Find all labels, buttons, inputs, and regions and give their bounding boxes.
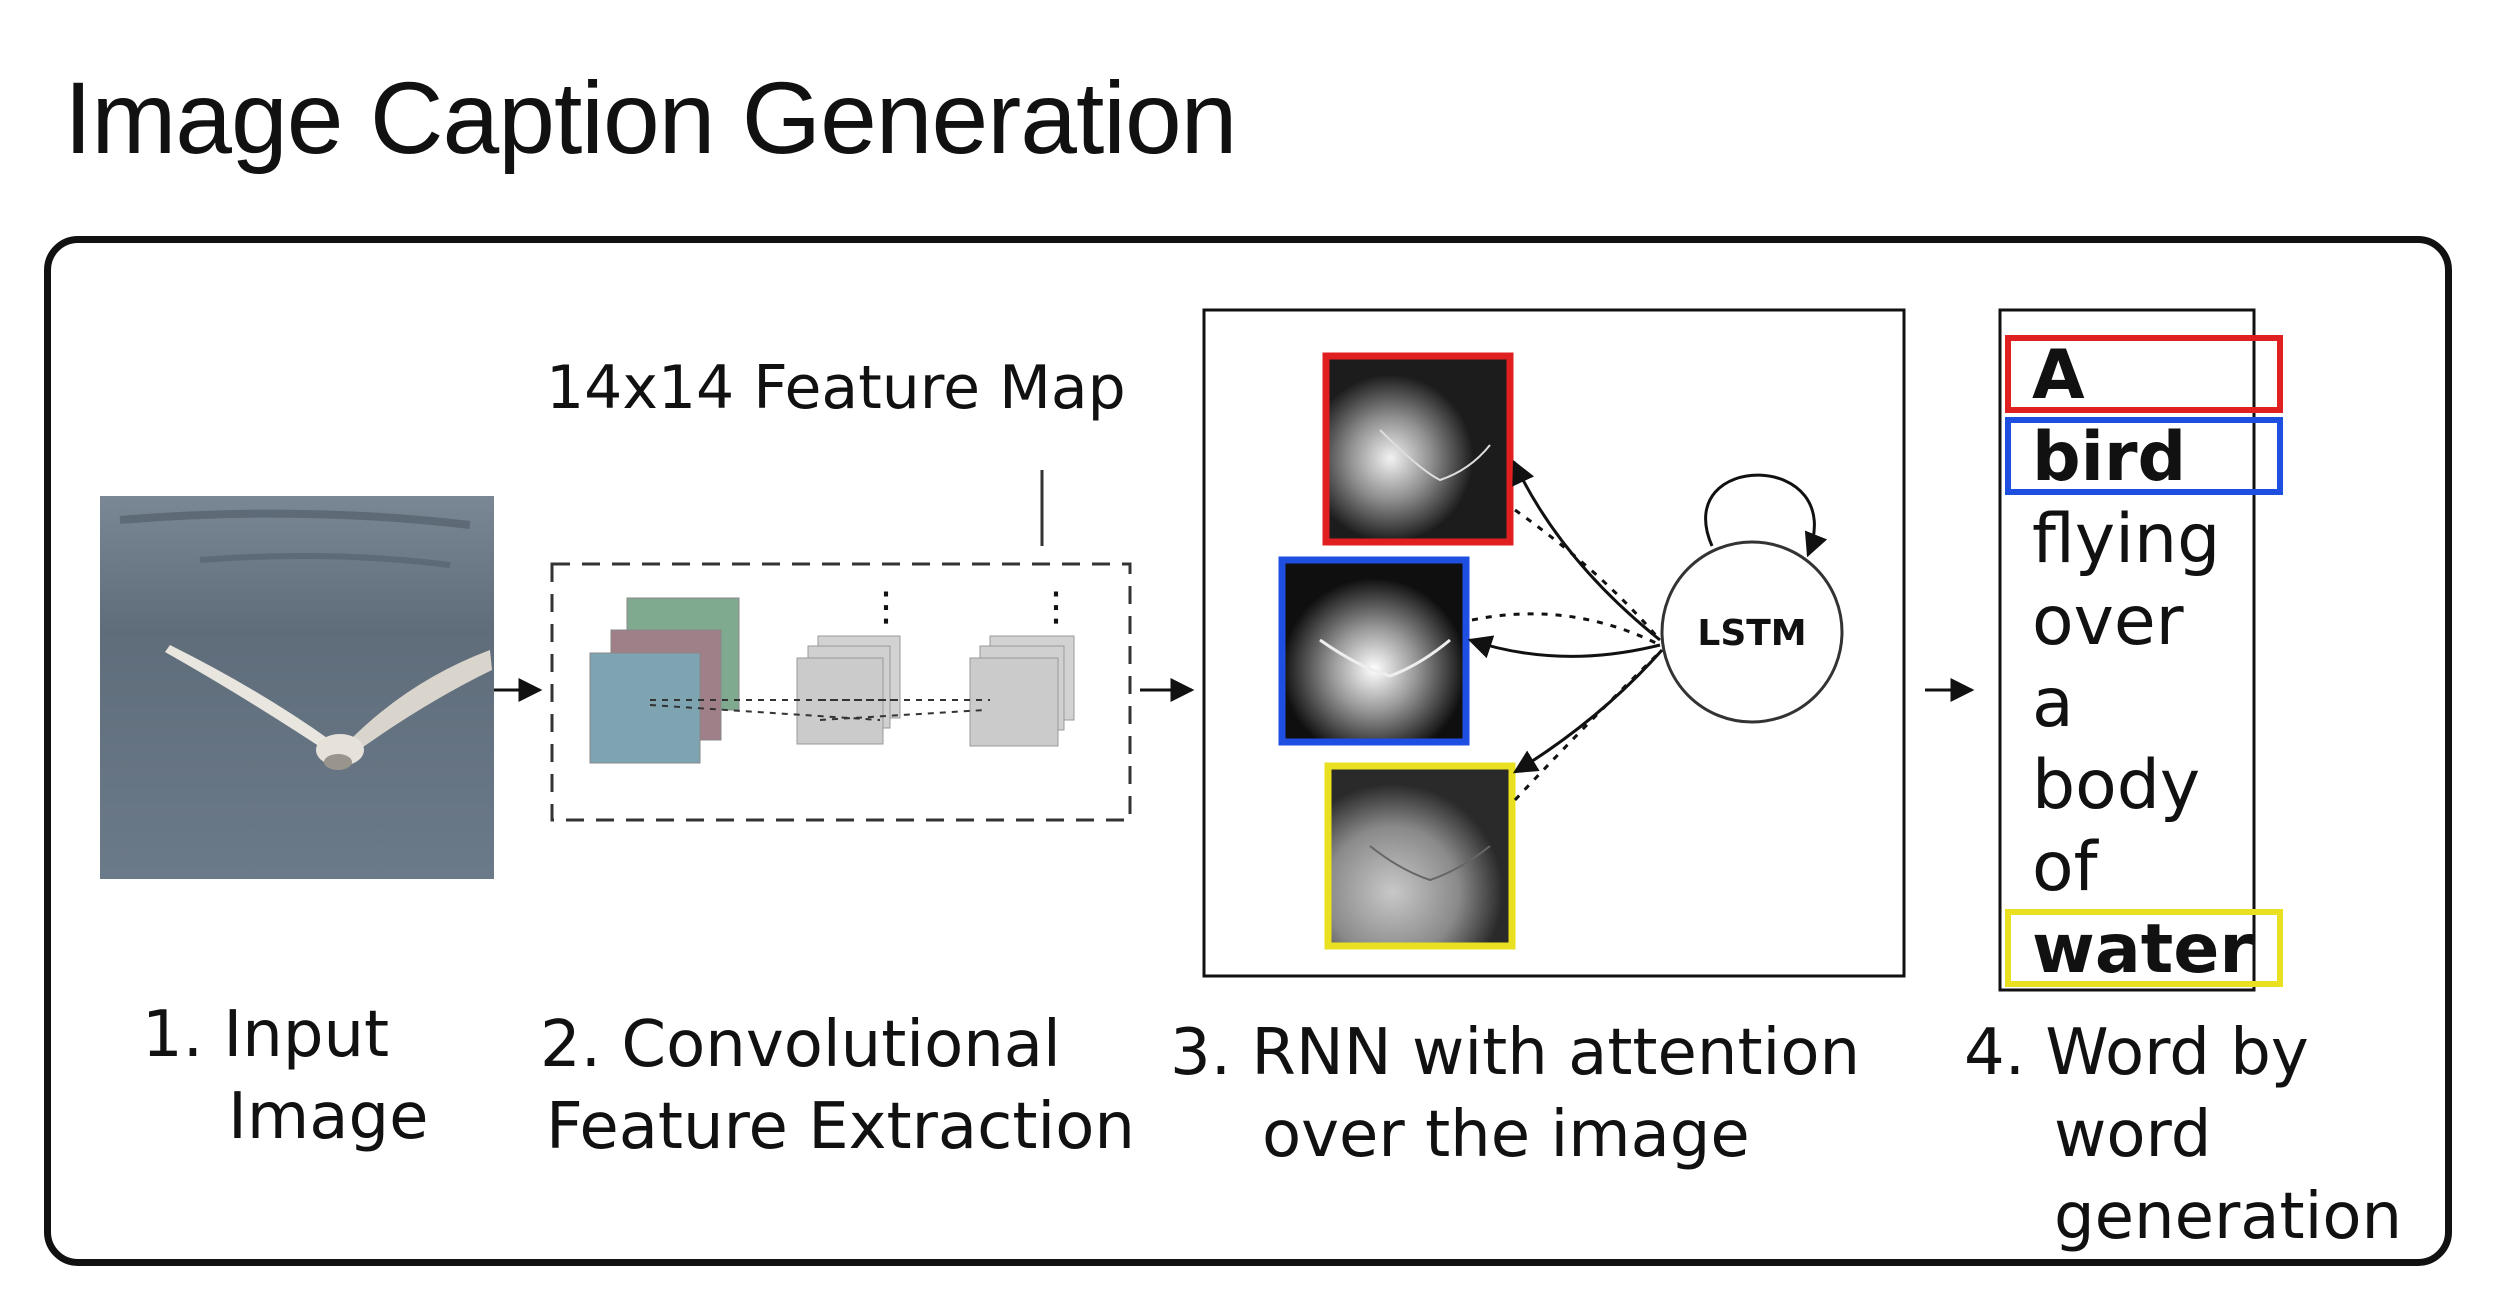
input-bird-image bbox=[100, 496, 494, 879]
caption-word: A bbox=[2032, 336, 2085, 415]
attention-map-yellow bbox=[1324, 762, 1516, 950]
caption-word: water bbox=[2032, 910, 2253, 989]
caption-highlight-box bbox=[2005, 417, 2283, 495]
svg-text:⋮: ⋮ bbox=[866, 584, 906, 630]
attention-connections bbox=[1467, 459, 1664, 802]
svg-text:⋮: ⋮ bbox=[1036, 584, 1076, 630]
diagram-frame bbox=[44, 236, 2452, 1266]
conv-layer-block-1 bbox=[796, 635, 901, 745]
lstm-label: LSTM bbox=[1697, 613, 1806, 654]
step-label-3-line1: 3. RNN with attention bbox=[1170, 1016, 1860, 1090]
step-label-4-line3: generation bbox=[2054, 1180, 2402, 1254]
attention-map-red bbox=[1322, 352, 1514, 546]
caption-highlight-box bbox=[2005, 335, 2283, 413]
caption-box bbox=[1998, 308, 2256, 992]
caption-word: a bbox=[2032, 664, 2074, 743]
caption-highlight-box bbox=[2005, 909, 2283, 987]
step-label-3-line2: over the image bbox=[1262, 1098, 1750, 1172]
step-label-4-line1: 4. Word by bbox=[1964, 1016, 2309, 1090]
step-label-4-line2: word bbox=[2054, 1098, 2211, 1172]
caption-word: bird bbox=[2032, 418, 2186, 497]
caption-word: over bbox=[2032, 582, 2184, 661]
conv-input-layers bbox=[589, 597, 740, 764]
conv-layer-block-2 bbox=[969, 635, 1075, 747]
step-label-2-line1: 2. Convolutional bbox=[540, 1008, 1061, 1082]
slide-title: Image Caption Generation bbox=[64, 61, 1237, 175]
conv-dashed-box bbox=[550, 562, 1132, 822]
step-label-1-line2: Image bbox=[228, 1080, 428, 1154]
step-label-1-line1: 1. Input bbox=[142, 998, 389, 1072]
attention-map-blue bbox=[1278, 556, 1470, 746]
feature-map-label: 14x14 Feature Map bbox=[546, 353, 1126, 423]
step-label-2-line2: Feature Extraction bbox=[546, 1090, 1135, 1164]
lstm-node: LSTM bbox=[1660, 473, 1844, 724]
caption-word: of bbox=[2032, 828, 2100, 907]
caption-word: flying bbox=[2032, 500, 2220, 579]
caption-word: body bbox=[2032, 746, 2200, 825]
